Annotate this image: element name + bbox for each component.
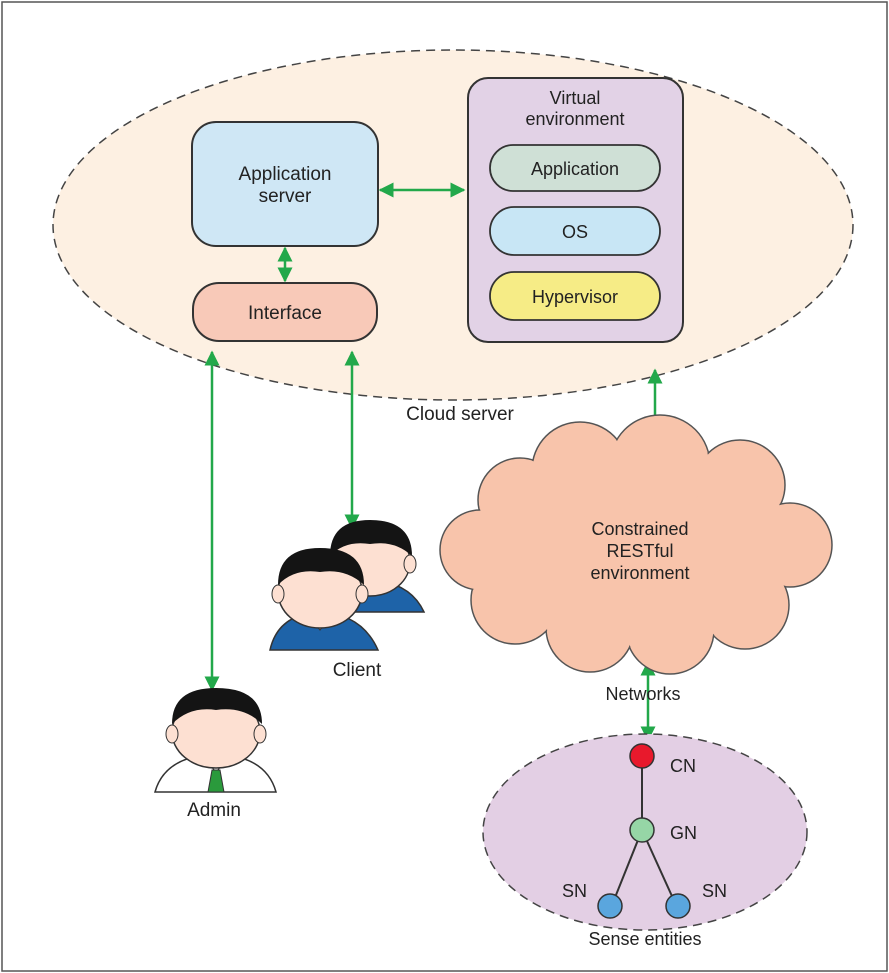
admin-label: Admin xyxy=(187,800,241,821)
application-server-label-line2: server xyxy=(259,186,312,207)
virtual-environment-box: Virtual environment Application OS Hyper… xyxy=(467,77,684,343)
restful-label-line3: environment xyxy=(590,563,689,583)
client-user-icons xyxy=(269,520,426,651)
gn-node-icon xyxy=(629,817,655,843)
cloud-server-region xyxy=(52,49,854,401)
restful-label-line1: Constrained xyxy=(591,519,688,539)
sn-right-label: SN xyxy=(702,881,727,901)
application-server-label-line1: Application xyxy=(239,164,332,185)
sn-node-left-icon xyxy=(597,893,623,919)
interface-box: Interface xyxy=(192,282,378,342)
cloud-server-label: Cloud server xyxy=(406,404,514,425)
client-person-front-icon xyxy=(269,548,380,651)
hypervisor-layer xyxy=(489,271,661,321)
gn-label: GN xyxy=(670,823,697,843)
sn-node-right-icon xyxy=(665,893,691,919)
application-server-box: Application server xyxy=(191,121,379,247)
cn-label: CN xyxy=(670,756,696,776)
restful-environment-cloud: Constrained RESTful environment xyxy=(439,414,833,675)
os-layer-label: OS xyxy=(562,222,588,242)
application-layer-label: Application xyxy=(531,159,619,179)
application-layer xyxy=(489,144,661,192)
restful-label-line2: RESTful xyxy=(606,541,673,561)
sn-left-label: SN xyxy=(562,881,587,901)
interface-label: Interface xyxy=(248,303,322,324)
sense-entities-label: Sense entities xyxy=(588,929,701,949)
virtual-environment-title-line2: environment xyxy=(525,109,624,129)
os-layer xyxy=(489,206,661,256)
client-label: Client xyxy=(333,660,382,681)
virtual-environment-title-line1: Virtual xyxy=(550,88,601,108)
cn-node-icon xyxy=(629,743,655,769)
networks-label: Networks xyxy=(605,684,680,704)
sense-entities-region: CN GN SN SN Sense entities xyxy=(482,733,808,949)
hypervisor-layer-label: Hypervisor xyxy=(532,287,618,307)
admin-user-icon xyxy=(154,688,277,793)
